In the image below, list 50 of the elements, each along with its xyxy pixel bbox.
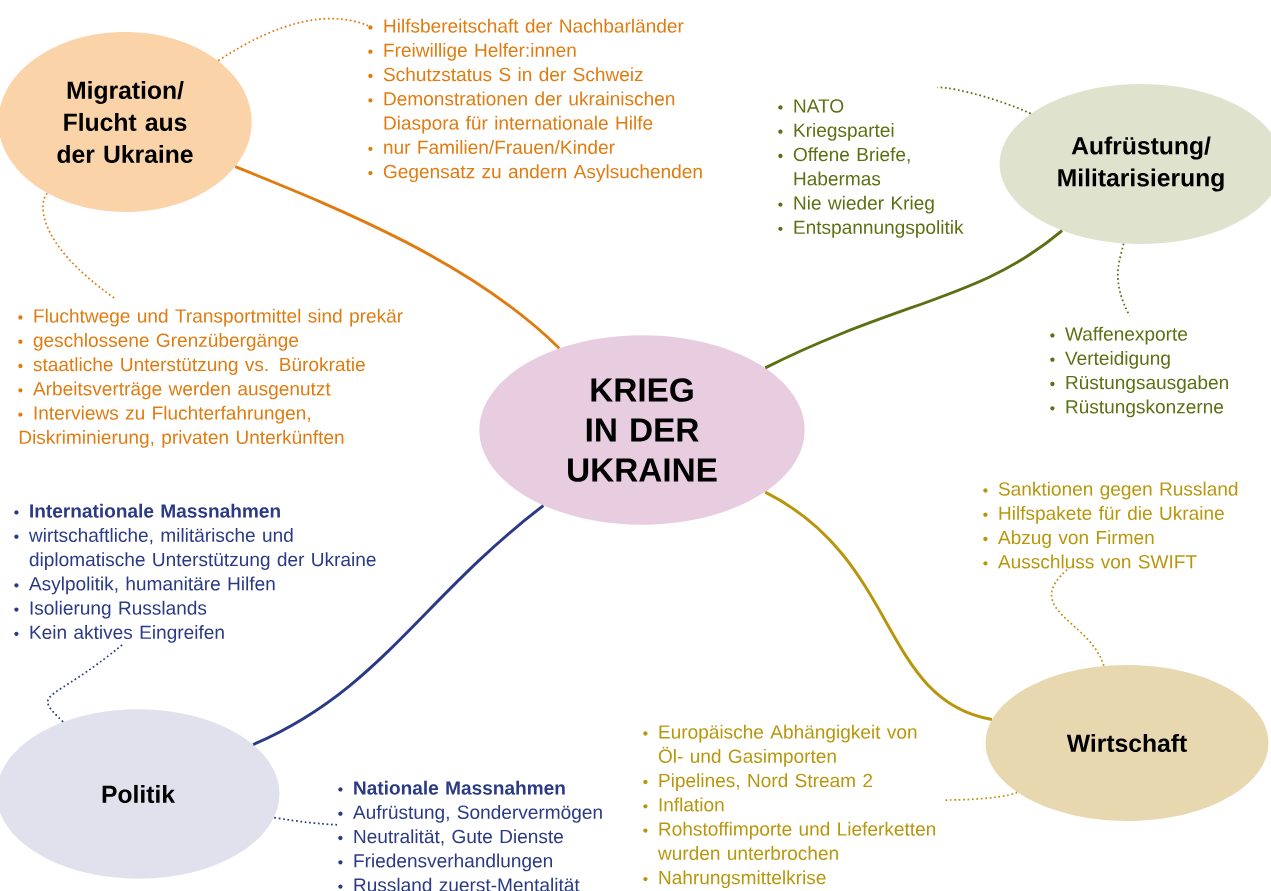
bullet-item: Abzug von Firmen bbox=[983, 530, 1154, 548]
bullet-item: Gegensatz zu andern Asylsuchenden bbox=[368, 164, 702, 183]
connector-line bbox=[764, 490, 993, 721]
bullet-item: Neutralität, Gute Dienste bbox=[338, 829, 563, 846]
bullet-item: Rüstungskonzerne bbox=[1050, 399, 1224, 418]
bullet-item: Pipelines, Nord Stream 2 bbox=[643, 773, 873, 791]
dotted-connector bbox=[944, 791, 1018, 801]
bullet-item: Ausschluss von SWIFT bbox=[983, 554, 1197, 569]
bullet-item: Offene Briefe, Habermas bbox=[778, 147, 910, 186]
bullet-item: Waffenexporte bbox=[1050, 326, 1188, 345]
bullet-item: Nationale Massnahmen bbox=[338, 780, 565, 795]
bullet-item: Hilfspakete für die Ukraine bbox=[983, 505, 1224, 524]
bullet-item: Hilfsbereitschaft der Nachbarländer bbox=[368, 18, 684, 33]
bullet-item: Inflation bbox=[643, 797, 724, 812]
dotted-connector bbox=[42, 192, 116, 299]
bullet-item: Schutzstatus S in der Schweiz bbox=[368, 67, 643, 82]
connector-line bbox=[764, 229, 1063, 370]
bullet-item: Verteidigung bbox=[1050, 350, 1170, 369]
bullet-item: Sanktionen gegen Russland bbox=[983, 481, 1238, 500]
bullet-item: Nie wieder Krieg bbox=[778, 195, 934, 214]
bullet-item: Kein aktives Eingreifen bbox=[14, 625, 224, 643]
bullet-item: Internationale Massnahmen bbox=[14, 503, 280, 518]
bullet-item: Rüstungsausgaben bbox=[1050, 375, 1228, 393]
bullet-item: Rohstoffimporte und Lieferketten wurden unterbrochen bbox=[643, 821, 936, 861]
bullet-item: Nahrungsmittelkrise bbox=[643, 870, 826, 889]
bullet-item: NATO bbox=[778, 99, 844, 113]
connector-line bbox=[234, 165, 561, 350]
bullet-item: Freiwillige Helfer:innen bbox=[368, 42, 576, 61]
dotted-connector bbox=[1050, 567, 1105, 667]
bullet-item: Aufrüstung, Sondervermögen bbox=[338, 804, 602, 823]
dotted-connector bbox=[936, 86, 1032, 115]
dotted-connector bbox=[1117, 242, 1131, 317]
bullet-item: Europäische Abhängigkeit von Öl- und Gasimporten bbox=[643, 724, 917, 767]
bullet-item: Kriegspartei bbox=[778, 122, 894, 141]
bullet-item: wirtschaftliche, militärische und diplomatische Unterstützung der Ukraine bbox=[14, 527, 376, 570]
dotted-connector bbox=[273, 816, 339, 826]
bullet-item: Friedensverhandlungen bbox=[338, 853, 552, 872]
bullet-item: Interviews zu Fluchterfahrungen, Diskriminierung, privaten Unterkünften bbox=[18, 405, 344, 448]
bullet-item: Isolierung Russlands bbox=[14, 600, 207, 619]
bullet-item: Arbeitsverträge werden ausgenutzt bbox=[18, 381, 331, 400]
connector-line bbox=[252, 504, 545, 746]
bullet-item: Entspannungspolitik bbox=[778, 220, 964, 238]
bullet-item: Asylpolitik, humanitäre Hilfen bbox=[14, 576, 275, 595]
bullet-item: Fluchtwege und Transportmittel sind prekär bbox=[18, 308, 403, 327]
bullet-item: Russland zuerst-Mentalität bbox=[338, 877, 580, 891]
dotted-connector bbox=[46, 642, 126, 723]
bullet-item: nur Familien/Frauen/Kinder bbox=[368, 140, 615, 155]
dotted-connector bbox=[217, 17, 369, 62]
bullet-item: staatliche Unterstützung vs. Bürokratie bbox=[18, 357, 365, 375]
bullet-item: geschlossene Grenzübergänge bbox=[18, 332, 299, 351]
